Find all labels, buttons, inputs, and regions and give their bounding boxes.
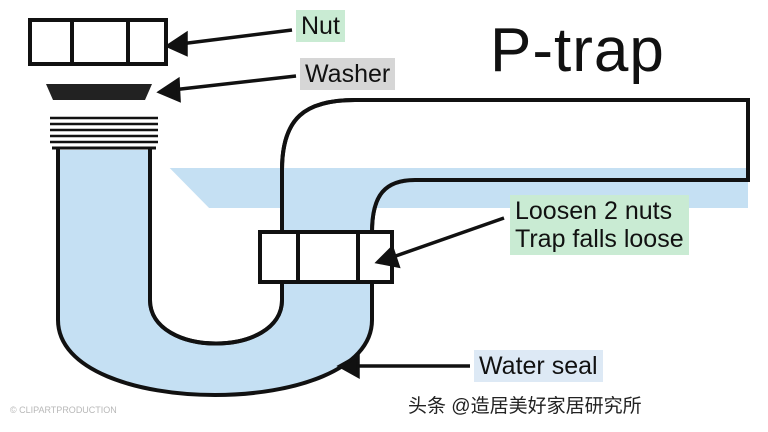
u-bend-inner-hole <box>152 208 280 342</box>
loose-nut <box>28 18 168 66</box>
washer-label: Washer <box>300 58 396 90</box>
watermark-text: © CLIPARTPRODUCTION <box>10 405 117 415</box>
arrow-washer <box>156 74 297 103</box>
loosen-line-2: Trap falls loose <box>515 225 684 253</box>
arrow-loosen <box>374 216 505 269</box>
pipe-threads <box>50 116 158 150</box>
arrow-nut <box>164 28 293 57</box>
nut-label: Nut <box>296 10 345 42</box>
diagram-title: P-trap <box>490 16 665 85</box>
trap-nut <box>258 230 394 284</box>
u-bend-outer-outline <box>56 148 374 397</box>
trap-arm-upper-stroke <box>280 98 750 233</box>
loosen-nuts-label: Loosen 2 nuts Trap falls loose <box>510 195 689 255</box>
water-seal-label: Water seal <box>474 350 603 382</box>
washer <box>46 84 152 100</box>
u-bend-inner-outline-stroke <box>148 148 284 346</box>
arrow-water-seal <box>336 353 470 379</box>
credit-text: 头条 @造居美好家居研究所 <box>408 396 642 417</box>
loosen-line-1: Loosen 2 nuts <box>515 197 673 225</box>
